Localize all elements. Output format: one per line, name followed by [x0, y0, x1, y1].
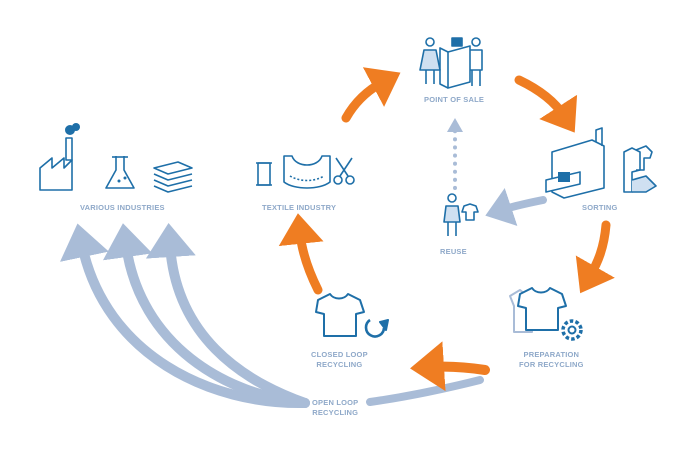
textile-industry-label: TEXTILE INDUSTRY [262, 203, 337, 212]
arrow-reuse-head [447, 118, 463, 132]
person-with-shirt-icon [443, 193, 479, 236]
arrow-sorting-to-preparation [575, 220, 615, 294]
open-loop-flows [59, 223, 484, 409]
arrow-preparation-to-closed [410, 341, 490, 392]
open-loop-arrow-2 [102, 223, 310, 408]
shirt-gear-icon [509, 287, 583, 341]
arrow-sorting-to-reuse [485, 187, 547, 226]
secondary-flows [447, 118, 547, 226]
sorting-plant-icon [545, 127, 657, 199]
shirt-recycle-icon [315, 293, 389, 338]
point-of-sale-label: POINT OF SALE [424, 95, 485, 104]
factory-flask-fabric-icon [39, 123, 193, 193]
shop-counter-icon [419, 37, 483, 89]
sorting-label: SORTING [582, 203, 618, 212]
arrow-sale-to-sorting [514, 75, 578, 133]
open-loop-label: OPEN LOOP RECYCLING [312, 398, 359, 417]
reuse-label: REUSE [440, 247, 467, 256]
arrow-closed-to-textile [278, 213, 324, 295]
closed-loop-label: CLOSED LOOP RECYCLING [311, 350, 368, 369]
sewing-tools-icon [256, 155, 355, 189]
preparation-label: PREPARATION FOR RECYCLING [519, 350, 584, 369]
primary-flows [278, 67, 615, 392]
open-loop-tail [366, 376, 484, 406]
various-industries-label: VARIOUS INDUSTRIES [80, 203, 165, 212]
arrow-textile-to-sale [341, 67, 401, 123]
open-loop-arrow-3 [145, 223, 310, 408]
